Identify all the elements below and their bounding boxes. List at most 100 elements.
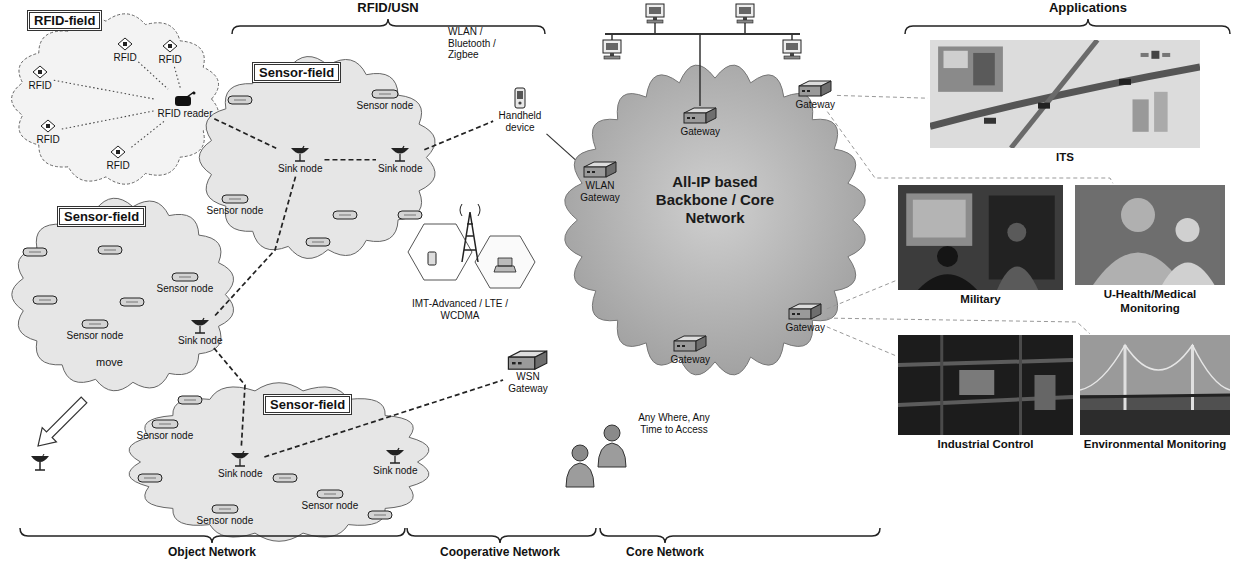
node-label: Sensor node (157, 283, 214, 295)
icon-part (175, 96, 191, 106)
bracket (905, 19, 1230, 34)
wsn-gateway: WSN Gateway (505, 350, 551, 394)
icon-part (592, 171, 595, 173)
cloud-shape (129, 383, 429, 542)
photo-part (938, 46, 1003, 91)
icon-part (584, 167, 606, 177)
computer-icon (783, 40, 801, 59)
photo-part (942, 335, 1021, 435)
icon-part (33, 66, 47, 78)
node-icon (117, 37, 133, 51)
icon-part (807, 90, 810, 92)
rfid-tag: RFID (114, 37, 137, 64)
photo-part (1080, 335, 1230, 435)
sensor-icon (368, 511, 392, 519)
sink-node: Sink node (178, 317, 222, 347)
label-holder: Cooperative Network (420, 546, 580, 560)
photo-part (918, 274, 977, 290)
rfid-reader: RFID reader (158, 91, 213, 120)
node-label: RFID (29, 80, 52, 92)
icon-part (152, 420, 178, 428)
icon-part (116, 150, 120, 154)
photo-part (1038, 103, 1050, 109)
application-caption: ITS (930, 151, 1200, 165)
node-label: RFID (159, 54, 182, 66)
icon-part (46, 124, 50, 128)
label-holder: Any Where, Any Time to Access (636, 412, 712, 435)
icon-part (212, 505, 238, 513)
icon-part (696, 336, 706, 351)
sensor-field-cloud: Sensor-fieldSensor nodeSink nodeSensor n… (192, 50, 444, 265)
photo-part (1075, 185, 1225, 285)
icon-part (229, 198, 241, 199)
icon-part (159, 423, 171, 424)
lan-bus (605, 33, 800, 35)
icon-part (687, 117, 690, 119)
rfid-field-cloud: RFID-fieldRFIDRFIDRFIDRFIDRFIDRFID reade… (5, 8, 227, 190)
icon-part (706, 108, 716, 123)
node-label: Gateway (786, 322, 825, 334)
cell-tower (462, 212, 478, 262)
icon-part (508, 351, 546, 369)
free-label: Core Network (605, 546, 725, 560)
photo-part (1154, 92, 1168, 132)
field-heading: Sensor-field (263, 394, 352, 415)
icon-part (379, 93, 391, 94)
lan-wire (791, 34, 793, 40)
label-holder: move (96, 356, 136, 369)
laptop-icon (494, 258, 516, 272)
bracket (407, 528, 596, 543)
node-label: Sensor node (357, 100, 414, 112)
icon-part (677, 345, 680, 347)
free-label: move (96, 356, 136, 369)
node-label: Sensor node (197, 515, 254, 527)
sink-node: Sink node (378, 145, 422, 175)
node-label: Sink node (278, 163, 322, 175)
icon-part (684, 108, 716, 123)
application-photo (898, 185, 1063, 290)
node-icon (506, 350, 550, 370)
node-icon (171, 272, 199, 282)
icon-part (802, 90, 805, 92)
photo-part (1141, 53, 1149, 57)
field-heading: Sensor-field (57, 206, 146, 227)
node-label: Sensor node (137, 430, 194, 442)
node-label: RFID reader (158, 108, 213, 120)
icon-part (38, 70, 42, 74)
node-label: Sensor node (302, 500, 359, 512)
node-icon (151, 419, 179, 429)
application-caption: Military (898, 293, 1063, 307)
icon-part (295, 146, 305, 161)
node-icon (371, 89, 399, 99)
sensor-icon (33, 296, 57, 304)
free-label: Object Network (142, 546, 282, 560)
sensor-icon (306, 238, 330, 246)
label-holder: Applications (1028, 1, 1148, 16)
sensor-field-cloud: Sensor-fieldSensor nodeSensor nodeSink n… (5, 192, 242, 397)
node-icon (221, 194, 249, 204)
node-icon (797, 80, 833, 98)
field-heading: RFID-field (27, 10, 102, 31)
icon-part (89, 323, 101, 324)
icon-part (799, 81, 831, 96)
free-label: Any Where, Any Time to Access (636, 412, 712, 435)
cloud-shape (12, 198, 234, 391)
application-photo (1075, 185, 1225, 285)
icon-part (515, 88, 525, 108)
sensor-node: Sensor node (137, 419, 194, 442)
sensor-field-cloud: Sensor-fieldSensor nodeSink nodeSink nod… (118, 378, 440, 546)
icon-part (587, 171, 590, 173)
phone-icon (428, 252, 436, 265)
field-heading: Sensor-field (252, 62, 341, 83)
node-icon (682, 107, 718, 125)
node-label: RFID (114, 52, 137, 64)
photo-part (937, 246, 958, 267)
sensor-icon (398, 211, 422, 219)
icon-part (41, 120, 55, 132)
photo-part (989, 196, 1055, 280)
connector (424, 121, 493, 150)
icon-part (584, 162, 616, 177)
node-icon (162, 39, 178, 53)
application-panel: Military (898, 185, 1063, 307)
sensor-node: Sensor node (302, 489, 359, 512)
